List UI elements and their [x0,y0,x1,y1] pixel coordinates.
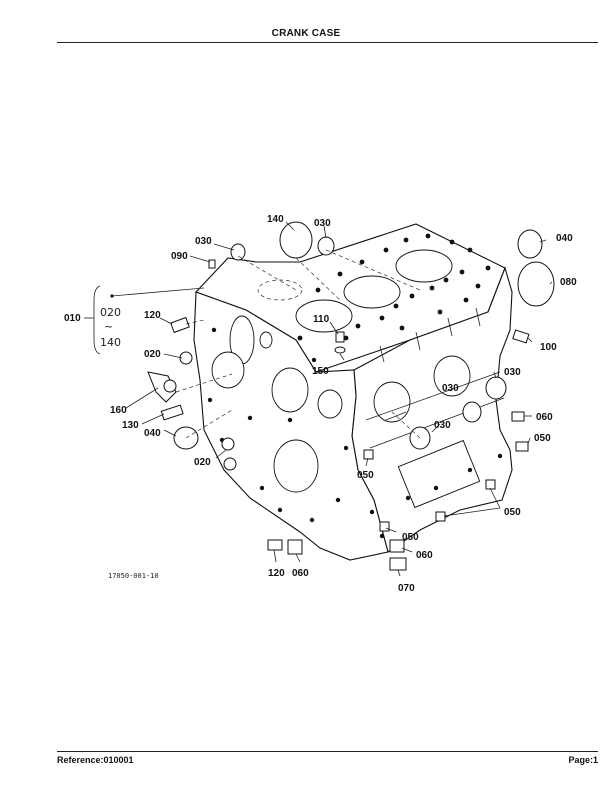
callout-010: 010 [64,313,81,324]
plug-030-left [230,243,246,261]
callout-020-b: 020 [194,457,211,468]
plug-020-upper [179,351,193,365]
cylinder-bore-1 [295,299,353,333]
deck-holes [297,233,491,341]
elbow-160 [147,371,177,403]
bolt-050-right [515,441,529,452]
callout-150: 150 [312,366,329,377]
callout-050-d: 050 [402,532,419,543]
plug-100 [512,329,530,344]
callout-040-a: 040 [556,233,573,244]
callout-050-a: 050 [534,433,551,444]
header-rule [57,42,598,43]
callout-labels: 140 030 030 040 090 080 010 120 110 020 … [64,214,577,594]
bore-hidden-line [257,279,303,301]
callout-030-a: 030 [314,218,331,229]
front-bore-right [317,389,343,419]
callout-100: 100 [540,342,557,353]
front-bore-lower [273,439,319,493]
front-bolt-holes [207,327,349,523]
callout-130: 130 [122,420,139,431]
footer-rule [57,751,598,752]
bolt-050-c [485,479,496,490]
bracket [93,285,101,355]
plug-140 [279,221,313,259]
plug-030-right [485,376,507,400]
leader-lines [110,221,553,577]
bolt-070 [389,557,407,571]
callout-030-c: 030 [504,367,521,378]
callout-060-a: 060 [536,412,553,423]
bracket-group: 020 ~ 140 [84,285,121,355]
bracket-tilde-mark: ~ [104,320,113,333]
sleeve-120-left [170,316,190,334]
front-hole-a [259,331,273,349]
plug-030-top [317,236,335,256]
bracket-top-label: 020 [100,306,121,319]
cylinder-bore-3 [395,249,453,283]
callout-090: 090 [171,251,188,262]
side-ribs [365,307,505,449]
front-bore-upper [271,367,309,413]
callout-050-b: 050 [357,470,374,481]
footer-reference: Reference:010001 [57,755,134,765]
callout-120-b: 120 [268,568,285,579]
dowel-110 [335,331,345,343]
callout-120-a: 120 [144,310,161,321]
plug-030-mid [462,401,482,423]
callout-030-e: 030 [434,420,451,431]
callout-070: 070 [398,583,415,594]
sleeve-120-bottom [267,539,283,551]
callout-110: 110 [313,314,330,325]
ring-150 [334,346,346,354]
crank-case-body [193,223,513,561]
bolt-050-b [379,521,390,532]
cylinder-bore-2 [343,275,401,309]
footer-page-number: Page:1 [568,755,598,765]
callout-160: 160 [110,405,127,416]
bracket-bottom-label: 140 [100,336,121,349]
oil-pan-flange [397,439,481,509]
bolt-050-a [363,449,374,460]
bolt-060-right [511,411,525,422]
callout-060-b: 060 [416,550,433,561]
callout-050-c: 050 [504,507,521,518]
callout-030-b: 030 [195,236,212,247]
bolt-060-bottom [287,539,303,555]
callout-020-a: 020 [144,349,161,360]
loose-parts [147,221,555,571]
cover-040-right [517,229,543,259]
cover-080 [517,261,555,307]
callout-080: 080 [560,277,577,288]
plug-020-lower-b [223,457,237,471]
side-bore-1 [373,381,411,423]
page-title: CRANK CASE [271,28,341,39]
callout-030-d: 030 [442,383,459,394]
callout-060-c: 060 [292,568,309,579]
elbow-160-port [163,379,177,393]
bolt-050-d [435,511,446,522]
bolt-060-lower [389,539,405,553]
figure-code: 17050-001-10 [108,572,159,580]
callout-040-b: 040 [144,428,161,439]
pipe-130 [160,404,184,421]
pin-090 [208,259,216,269]
plug-020-lower-a [221,437,235,451]
callout-140-top: 140 [267,214,284,225]
front-bore-left [211,351,245,389]
